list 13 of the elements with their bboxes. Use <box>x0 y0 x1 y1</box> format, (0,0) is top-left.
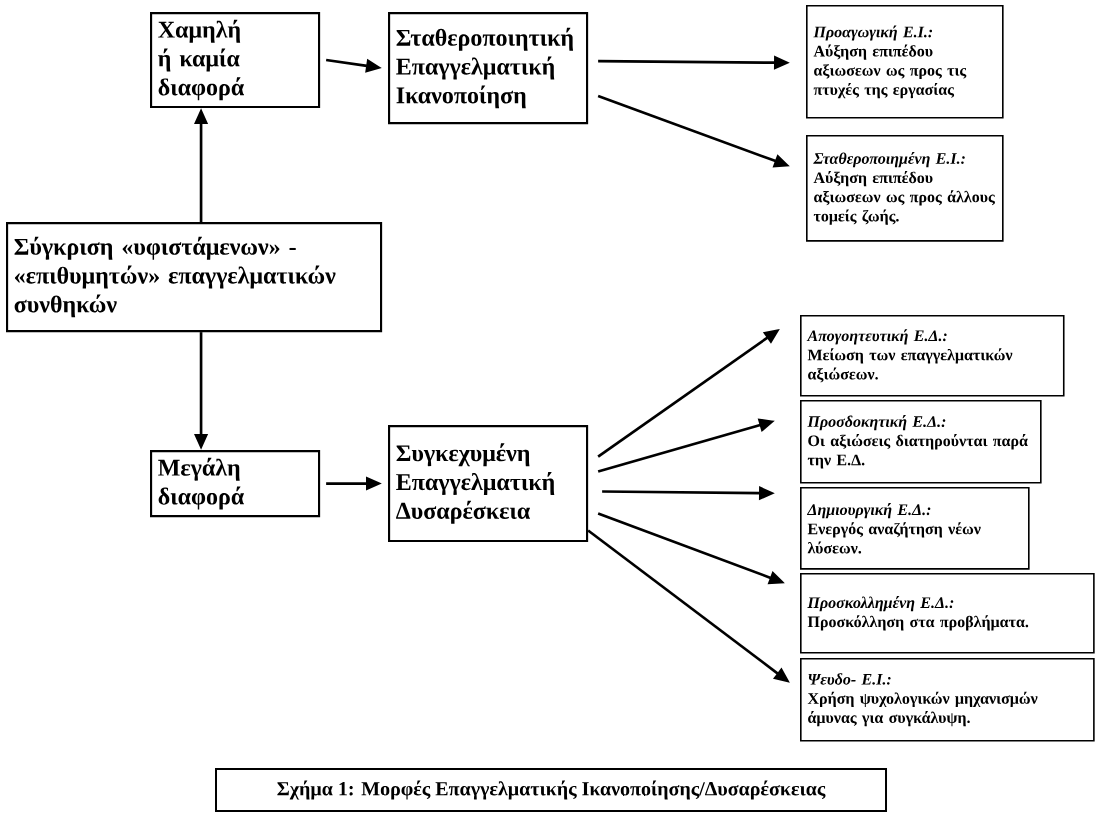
process-box: Σύγκριση «υφιστάμενων» - «επιθυμητών» επαγγελματικών συνθηκών <box>6 222 383 333</box>
description-box: Προαγωγική Ε.Ι.: Αύξηση επιπέδου αξιωσεων ως προς τις πτυχές της εργασίας <box>806 5 1004 119</box>
process-box: Συγκεχυμένη Επαγγελματική Δυσαρέσκεια <box>388 425 589 543</box>
description-box: Ψευδο- Ε.Ι.: Χρήση ψυχολογικών μηχανισμών άμυνας για συγκάλυψη. <box>800 658 1095 742</box>
description-box: Δημιουργική Ε.Δ.: Ενεργός αναζήτηση νέων λύσεων. <box>800 487 1030 570</box>
description-box: Προσδοκητική Ε.Δ.: Οι αξιώσεις διατηρούνται παρά την Ε.Δ. <box>800 400 1042 484</box>
process-box: Χαμηλή ή καμία διαφορά <box>150 12 321 108</box>
process-box: Μεγάλη διαφορά <box>150 450 321 518</box>
process-box: Σταθεροποιητική Επαγγελματική Ικανοποίηση <box>388 12 589 125</box>
description-box: Απογοητευτική Ε.Δ.: Μείωση των επαγγελματικών αξιώσεων. <box>800 315 1065 397</box>
description-box: Προσκολλημένη Ε.Δ.: Προσκόλληση στα προβλήματα. <box>800 573 1095 654</box>
description-box: Σταθεροποιημένη Ε.Ι.: Αύξηση επιπέδου αξιωσεων ως προς άλλους τομείς ζωής. <box>806 135 1004 242</box>
caption-box: Σχήμα 1: Μορφές Επαγγελματικής Ικανοποίησης/Δυσαρέσκειας <box>215 768 887 812</box>
